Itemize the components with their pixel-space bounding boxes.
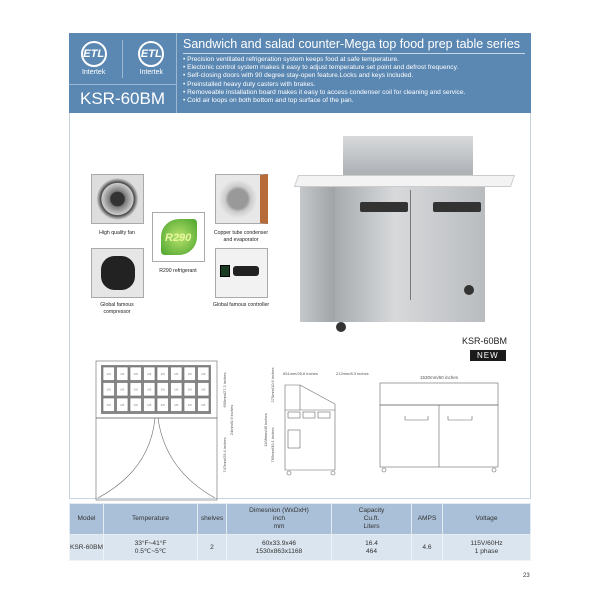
component-caption: Global famous compressor (100, 302, 134, 315)
model-title: KSR-60BM (79, 89, 166, 108)
controller-icon (215, 248, 268, 298)
certification-panel: ETL Intertek ETL Intertek KSR-60BM (69, 33, 177, 113)
component-caption: R290 refrigerant (159, 268, 197, 274)
new-badge: NEW (470, 350, 506, 361)
series-title: Sandwich and salad counter-Mega top food… (183, 37, 525, 54)
col-header: Model (69, 503, 104, 535)
feature-item: • Cold air loops on both bottom and top … (183, 97, 354, 105)
component-caption: Copper tube condenser and evaporator (213, 230, 269, 243)
feature-item: • Electonic control system makes it easy… (183, 64, 459, 72)
cert-label: Intertek (139, 69, 163, 76)
r290-badge: R290 (165, 232, 192, 244)
page-number: 23 (523, 573, 530, 579)
col-header: shelves (197, 503, 227, 535)
header-band: ETL Intertek ETL Intertek KSR-60BM Sandw… (69, 33, 531, 113)
divider (121, 39, 123, 78)
product-model-label: KSR-60BM (462, 336, 508, 346)
cert-label: Intertek (81, 69, 106, 76)
spec-table: Model Temperature shelves Dimesnion (WxD… (69, 503, 531, 561)
door-handle (433, 202, 481, 212)
cell-capacity: 16.4 464 (331, 534, 412, 561)
cell-voltage: 115V/60Hz 1 phase (442, 534, 531, 561)
etl-logo-icon: ETL Intertek (138, 41, 165, 76)
component-caption: High quality fan (99, 230, 135, 236)
col-header: Dimesnion (WxDxH) inch mm (226, 503, 332, 535)
col-header: AMPS (411, 503, 443, 535)
condenser-icon (215, 174, 268, 224)
cell-amps: 4.6 (411, 534, 443, 561)
table-row: KSR-60BM 33°F~41°F 0.5℃~5℃ 2 60x33.9x46 … (69, 534, 531, 561)
cell-dimension: 60x33.9x46 1530x863x1168 (226, 534, 332, 561)
caster-icon (336, 322, 346, 332)
r290-leaf-icon: R290 (152, 212, 205, 262)
component-caption: Global famous controller (212, 302, 270, 308)
cutting-board (293, 175, 516, 187)
cell-model: KSR-60BM (69, 534, 104, 561)
table-header-row: Model Temperature shelves Dimesnion (WxD… (69, 503, 531, 535)
feature-item: • Preinstalled heavy duty casters with b… (183, 80, 316, 88)
feature-item: • Precision ventilated refrigeration sys… (183, 56, 399, 63)
col-header: Temperature (103, 503, 198, 535)
compressor-icon (91, 248, 144, 298)
cell-shelves: 2 (197, 534, 227, 561)
col-header: Capacity Cu.ft. Liters (331, 503, 412, 535)
feature-item: • Self-closing doors with 90 degree stay… (183, 72, 414, 80)
cell-temperature: 33°F~41°F 0.5℃~5℃ (103, 534, 198, 561)
fan-icon (91, 174, 144, 224)
caster-icon (464, 285, 474, 295)
col-header: Voltage (442, 503, 531, 535)
etl-logo-icon: ETL Intertek (80, 41, 107, 76)
feature-list: • Precision ventilated refrigeration sys… (183, 56, 525, 105)
feature-item: • Removeable installation board makes it… (183, 88, 466, 96)
door-handle (360, 202, 408, 212)
